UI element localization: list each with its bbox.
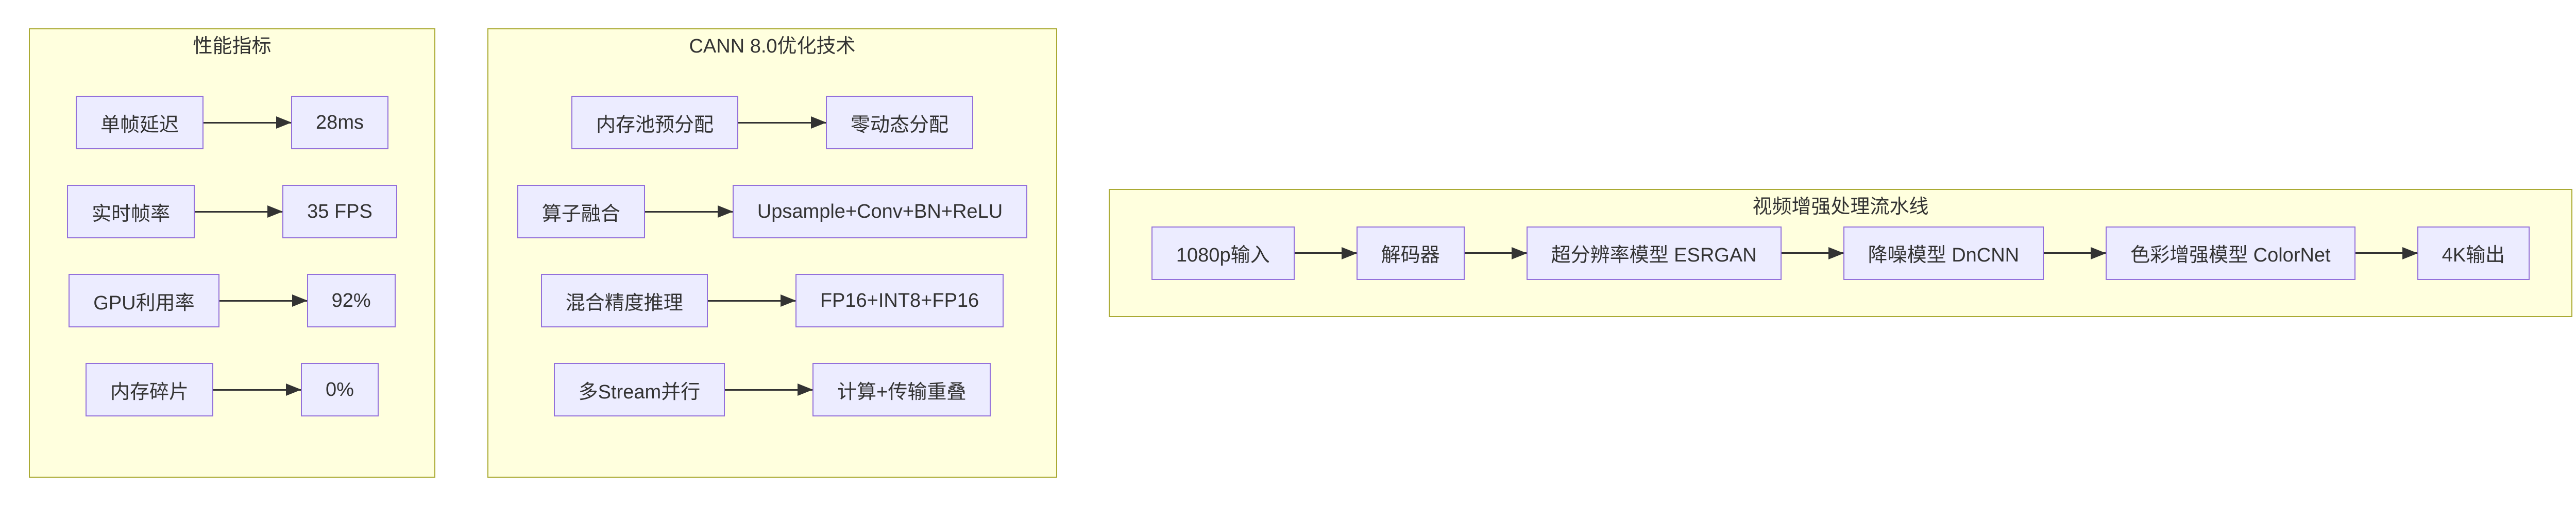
cluster-video-pipeline: 视频增强处理流水线 1080p输入 解码器 超分辨率模型 ESRGAN 降噪模型… bbox=[1109, 189, 2572, 317]
arrow-right-icon bbox=[1294, 252, 1357, 254]
flow-node: 零动态分配 bbox=[826, 96, 974, 149]
pipeline-row: 1080p输入 解码器 超分辨率模型 ESRGAN 降噪模型 DnCNN 色彩增… bbox=[1110, 190, 2571, 316]
flow-node: 35 FPS bbox=[282, 185, 397, 238]
flow-node: GPU利用率 bbox=[69, 274, 219, 327]
flow-node: 解码器 bbox=[1356, 226, 1465, 280]
cluster-rows: 内存池预分配 零动态分配 算子融合 Upsample+Conv+BN+ReLU … bbox=[488, 60, 1056, 452]
flow-node: 色彩增强模型 ColorNet bbox=[2106, 226, 2355, 280]
arrow-right-icon bbox=[1781, 252, 1843, 254]
arrow-right-icon bbox=[2355, 252, 2417, 254]
cluster-rows: 单帧延迟 28ms 实时帧率 35 FPS GPU利用率 92% 内存碎片 0% bbox=[30, 60, 434, 452]
flow-node: 内存碎片 bbox=[86, 363, 214, 416]
cluster-title: 视频增强处理流水线 bbox=[1752, 196, 1929, 218]
arrow-right-icon bbox=[204, 121, 292, 124]
flow-node: 实时帧率 bbox=[67, 185, 195, 238]
cluster-performance: 性能指标 单帧延迟 28ms 实时帧率 35 FPS GPU利用率 92% 内存… bbox=[29, 28, 435, 478]
flow-node: 4K输出 bbox=[2417, 226, 2530, 280]
cluster-cann-optimizations: CANN 8.0优化技术 内存池预分配 零动态分配 算子融合 Upsample+… bbox=[487, 28, 1057, 478]
flow-row: GPU利用率 92% bbox=[30, 274, 434, 327]
arrow-right-icon bbox=[738, 121, 826, 124]
flow-row: 多Stream并行 计算+传输重叠 bbox=[488, 363, 1056, 416]
flow-row: 混合精度推理 FP16+INT8+FP16 bbox=[488, 274, 1056, 327]
arrow-right-icon bbox=[195, 211, 283, 213]
arrow-right-icon bbox=[645, 211, 733, 213]
flow-node: 1080p输入 bbox=[1151, 226, 1295, 280]
flow-node: FP16+INT8+FP16 bbox=[795, 274, 1004, 327]
flow-node: 超分辨率模型 ESRGAN bbox=[1526, 226, 1782, 280]
arrow-right-icon bbox=[1464, 252, 1527, 254]
flow-node: 算子融合 bbox=[517, 185, 645, 238]
flow-row: 内存碎片 0% bbox=[30, 363, 434, 416]
flow-node: 多Stream并行 bbox=[553, 363, 725, 416]
flow-node: 0% bbox=[301, 363, 379, 416]
arrow-right-icon bbox=[219, 300, 307, 302]
flow-node: 内存池预分配 bbox=[571, 96, 738, 149]
cluster-title: CANN 8.0优化技术 bbox=[689, 36, 856, 57]
flow-node: 计算+传输重叠 bbox=[812, 363, 991, 416]
flow-node: Upsample+Conv+BN+ReLU bbox=[732, 185, 1028, 238]
cluster-title: 性能指标 bbox=[193, 36, 272, 57]
flow-node: 单帧延迟 bbox=[76, 96, 204, 149]
flow-row: 内存池预分配 零动态分配 bbox=[488, 96, 1056, 149]
arrow-right-icon bbox=[707, 300, 795, 302]
flow-row: 单帧延迟 28ms bbox=[30, 96, 434, 149]
flow-node: 混合精度推理 bbox=[540, 274, 708, 327]
flow-node: 92% bbox=[307, 274, 396, 327]
flow-node: 降噪模型 DnCNN bbox=[1843, 226, 2044, 280]
flow-node: 28ms bbox=[291, 96, 388, 149]
arrow-right-icon bbox=[725, 389, 813, 391]
flow-row: 实时帧率 35 FPS bbox=[30, 185, 434, 238]
flow-row: 算子融合 Upsample+Conv+BN+ReLU bbox=[488, 185, 1056, 238]
arrow-right-icon bbox=[2044, 252, 2106, 254]
arrow-right-icon bbox=[213, 389, 301, 391]
